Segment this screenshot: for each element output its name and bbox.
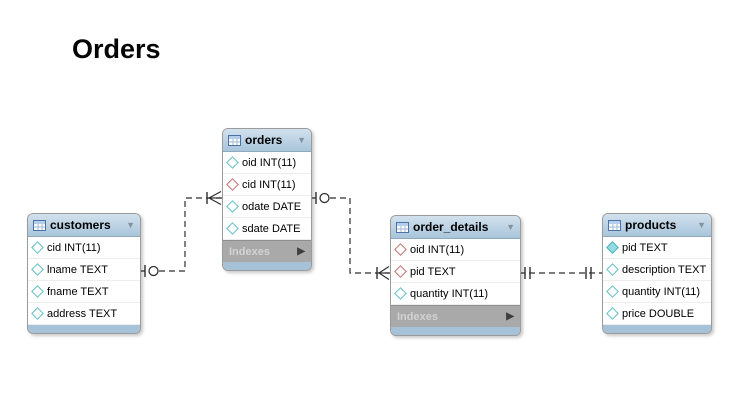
diamond-teal-outline-icon bbox=[394, 287, 407, 300]
column-row[interactable]: lname TEXT bbox=[28, 259, 140, 281]
table-footer-strip bbox=[223, 262, 311, 270]
expand-arrow-icon[interactable]: ▶ bbox=[297, 245, 305, 257]
column-label: description TEXT bbox=[622, 263, 707, 276]
diamond-teal-filled-icon bbox=[606, 241, 619, 254]
relationship-order-details-products[interactable] bbox=[519, 267, 602, 279]
collapse-arrow-icon[interactable]: ▼ bbox=[126, 219, 135, 230]
table-name: products bbox=[625, 218, 677, 232]
table-header[interactable]: orders ▼ bbox=[223, 129, 311, 152]
table-orders[interactable]: orders ▼ oid INT(11) cid INT(11) odate D… bbox=[222, 128, 312, 271]
column-label: cid INT(11) bbox=[242, 178, 296, 191]
column-label: pid TEXT bbox=[410, 265, 456, 278]
diamond-teal-outline-icon bbox=[606, 263, 619, 276]
table-header[interactable]: products ▼ bbox=[603, 214, 711, 237]
table-order-details[interactable]: order_details ▼ oid INT(11) pid TEXT qua… bbox=[390, 215, 521, 336]
column-label: quantity INT(11) bbox=[410, 287, 489, 300]
diagram-title: Orders bbox=[72, 34, 161, 64]
diamond-teal-outline-icon bbox=[226, 156, 239, 169]
diamond-teal-outline-icon bbox=[226, 222, 239, 235]
relationship-customers-orders[interactable] bbox=[139, 190, 222, 278]
column-row[interactable]: fname TEXT bbox=[28, 281, 140, 303]
column-label: oid INT(11) bbox=[242, 156, 297, 169]
diamond-red-outline-icon bbox=[226, 178, 239, 191]
column-label: fname TEXT bbox=[47, 285, 109, 298]
collapse-arrow-icon[interactable]: ▼ bbox=[697, 219, 706, 230]
table-footer-strip bbox=[603, 325, 711, 333]
diamond-red-outline-icon bbox=[394, 265, 407, 278]
table-footer-strip bbox=[391, 327, 520, 335]
diamond-teal-outline-icon bbox=[31, 307, 44, 320]
table-icon bbox=[33, 219, 46, 231]
column-label: pid TEXT bbox=[622, 241, 668, 254]
column-row[interactable]: odate DATE bbox=[223, 196, 311, 218]
indexes-label: Indexes bbox=[229, 245, 270, 258]
diamond-teal-outline-icon bbox=[31, 285, 44, 298]
table-footer-strip bbox=[28, 325, 140, 333]
column-label: cid INT(11) bbox=[47, 241, 101, 254]
indexes-label: Indexes bbox=[397, 310, 438, 323]
table-customers[interactable]: customers ▼ cid INT(11) lname TEXT fname… bbox=[27, 213, 141, 334]
column-label: odate DATE bbox=[242, 200, 302, 213]
diamond-teal-outline-icon bbox=[606, 285, 619, 298]
column-label: oid INT(11) bbox=[410, 243, 465, 256]
expand-arrow-icon[interactable]: ▶ bbox=[506, 310, 514, 322]
table-icon bbox=[228, 134, 241, 146]
collapse-arrow-icon[interactable]: ▼ bbox=[297, 134, 306, 145]
table-icon bbox=[396, 221, 409, 233]
diamond-teal-outline-icon bbox=[606, 307, 619, 320]
diamond-teal-outline-icon bbox=[226, 200, 239, 213]
collapse-arrow-icon[interactable]: ▼ bbox=[506, 221, 515, 232]
column-row[interactable]: pid TEXT bbox=[603, 237, 711, 259]
column-row[interactable]: oid INT(11) bbox=[391, 239, 520, 261]
column-row[interactable]: pid TEXT bbox=[391, 261, 520, 283]
column-label: price DOUBLE bbox=[622, 307, 695, 320]
column-label: sdate DATE bbox=[242, 222, 301, 235]
table-name: customers bbox=[50, 218, 111, 232]
column-row[interactable]: quantity INT(11) bbox=[603, 281, 711, 303]
table-name: orders bbox=[245, 133, 283, 147]
relationship-orders-order-details[interactable] bbox=[310, 192, 390, 281]
table-header[interactable]: order_details ▼ bbox=[391, 216, 520, 239]
column-label: quantity INT(11) bbox=[622, 285, 701, 298]
table-products[interactable]: products ▼ pid TEXT description TEXT qua… bbox=[602, 213, 712, 334]
column-label: address TEXT bbox=[47, 307, 118, 320]
column-row[interactable]: quantity INT(11) bbox=[391, 283, 520, 305]
indexes-section[interactable]: Indexes ▶ bbox=[223, 240, 311, 262]
table-header[interactable]: customers ▼ bbox=[28, 214, 140, 237]
column-row[interactable]: cid INT(11) bbox=[223, 174, 311, 196]
diamond-teal-outline-icon bbox=[31, 263, 44, 276]
indexes-section[interactable]: Indexes ▶ bbox=[391, 305, 520, 327]
column-row[interactable]: price DOUBLE bbox=[603, 303, 711, 325]
column-row[interactable]: oid INT(11) bbox=[223, 152, 311, 174]
column-row[interactable]: address TEXT bbox=[28, 303, 140, 325]
table-icon bbox=[608, 219, 621, 231]
column-row[interactable]: sdate DATE bbox=[223, 218, 311, 240]
table-name: order_details bbox=[413, 220, 489, 234]
diamond-red-outline-icon bbox=[394, 243, 407, 256]
column-label: lname TEXT bbox=[47, 263, 108, 276]
diamond-teal-outline-icon bbox=[31, 241, 44, 254]
column-row[interactable]: description TEXT bbox=[603, 259, 711, 281]
column-row[interactable]: cid INT(11) bbox=[28, 237, 140, 259]
